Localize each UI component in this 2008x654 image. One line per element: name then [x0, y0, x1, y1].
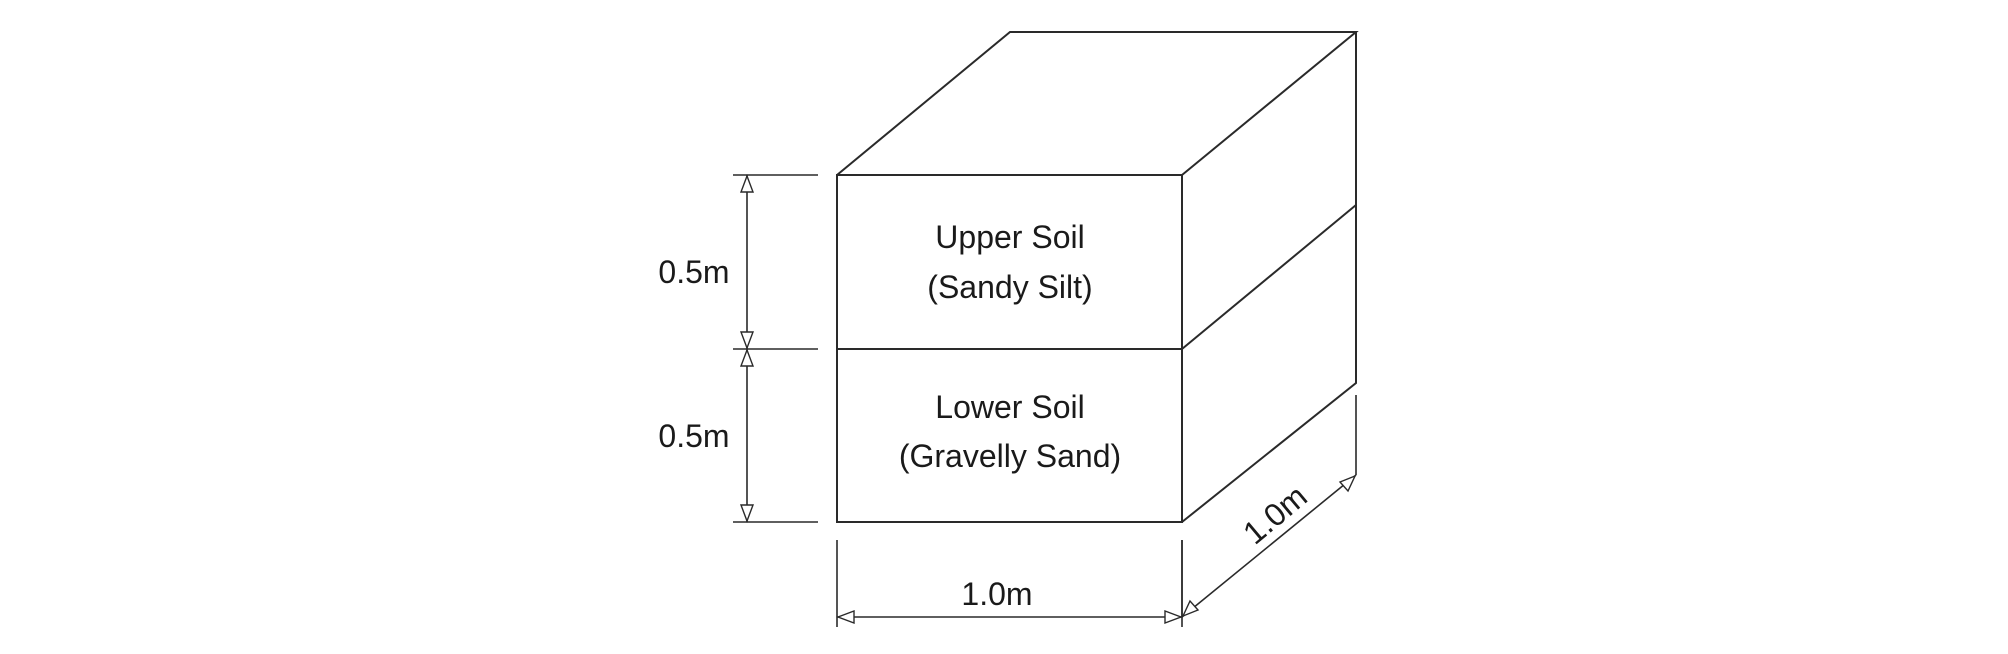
depth-arrow-front	[1181, 599, 1200, 618]
lower-thickness-label: 0.5m	[658, 418, 729, 454]
upper-soil-name: Upper Soil	[935, 219, 1084, 255]
top-face	[836, 31, 1359, 176]
layer-divider-side	[1181, 204, 1357, 350]
depth-arrow-back	[1338, 474, 1357, 493]
width-arrow-right	[1164, 609, 1183, 625]
upper-thickness-label: 0.5m	[658, 254, 729, 290]
upper-soil-type: (Sandy Silt)	[927, 269, 1092, 305]
width-label: 1.0m	[961, 576, 1032, 612]
depth-dimension-line	[1181, 474, 1357, 618]
right-face	[1181, 32, 1357, 523]
upper-thickness-arrow-bottom	[739, 331, 755, 350]
lower-thickness-arrow-top	[739, 348, 755, 367]
lower-soil-type: (Gravelly Sand)	[899, 438, 1121, 474]
lower-soil-name: Lower Soil	[935, 389, 1084, 425]
lower-thickness-arrow-bottom	[739, 504, 755, 523]
width-arrow-left	[836, 609, 855, 625]
upper-thickness-arrow-top	[739, 174, 755, 193]
